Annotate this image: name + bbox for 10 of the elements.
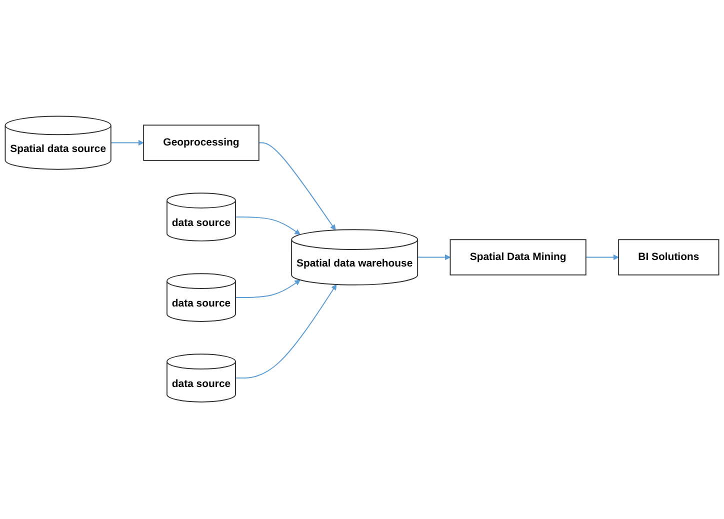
arrow [585,254,619,261]
arrow [235,284,337,379]
arrow [417,254,451,261]
node-box: Spatial Data Mining [450,240,586,276]
arrow [235,216,300,236]
node-box: Geoprocessing [143,125,260,162]
arrow [110,140,144,146]
arrow [258,142,336,231]
arrow [235,280,300,298]
node-box: BI Solutions [618,240,720,276]
